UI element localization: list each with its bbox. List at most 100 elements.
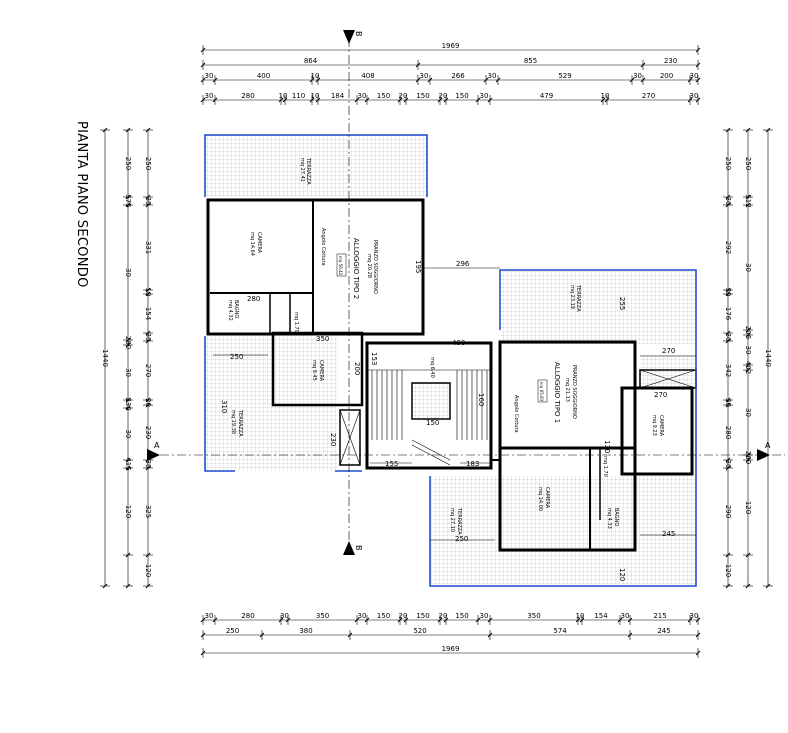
living-b-area: mq 21.13 xyxy=(564,378,570,402)
bottom-row1-label: 350 xyxy=(527,612,540,620)
closet-a-area: mq 1.70 xyxy=(293,312,299,333)
bottom-row1-slash xyxy=(617,617,623,623)
top-row3-slash xyxy=(278,97,284,103)
top-row2-slash xyxy=(315,77,321,83)
left-row2-slash xyxy=(125,465,131,471)
bottom-row1-slash xyxy=(397,617,403,623)
right-row2-label: 30 xyxy=(744,346,752,355)
top-row3-slash xyxy=(600,97,606,103)
dim-130: 130 xyxy=(603,440,611,453)
bedroom-b2-area: mq 14.00 xyxy=(537,487,543,511)
terrace-right-area: mq 23.19 xyxy=(569,285,575,309)
left-row2-label: 250 xyxy=(124,157,132,170)
top-row2-label: 200 xyxy=(660,72,673,80)
top-row1-slash xyxy=(695,62,701,68)
top-row2-slash xyxy=(415,77,421,83)
bedroom-a2-label: CAMERA xyxy=(318,360,324,382)
closet-b-area: mq 1.70 xyxy=(602,456,608,477)
top-row2-label: 408 xyxy=(361,72,374,80)
top-row3-slash xyxy=(397,97,403,103)
top-row3-slash xyxy=(282,97,288,103)
right-row1-label: 250 xyxy=(724,157,732,170)
top-row3-slash xyxy=(437,97,443,103)
left-row2-label: 30 xyxy=(124,268,132,277)
top-row2-label: 529 xyxy=(558,72,571,80)
terrace-left xyxy=(205,336,337,471)
bedroom-b-label: CAMERA xyxy=(658,415,664,437)
left-total-slash xyxy=(102,127,108,133)
bottom-row1-label: 215 xyxy=(653,612,666,620)
bottom-row1-slash xyxy=(475,617,481,623)
terrace-bot-area: mq 27.10 xyxy=(449,508,455,532)
bedroom-a-label: CAMERA xyxy=(256,232,262,254)
dim-296: 296 xyxy=(456,260,470,268)
left-row2-slash xyxy=(125,583,131,589)
bottom-row1-slash xyxy=(627,617,633,623)
top-row3-label: 30 xyxy=(358,92,367,100)
terraces xyxy=(205,135,696,586)
right-row1-label: 120 xyxy=(724,564,732,577)
left-row2-slash xyxy=(125,552,131,558)
top-row1-label: 855 xyxy=(524,57,537,65)
top-total-label: 1969 xyxy=(442,42,460,50)
dim-250a: 250 xyxy=(230,353,243,361)
left-row1-label: 30 xyxy=(144,460,152,469)
section-b-top: B xyxy=(354,31,363,37)
bottom-total-label: 1969 xyxy=(442,645,460,653)
unit-b-label: ALLOGGIO TIPO 1 xyxy=(553,362,561,423)
dim-160: 160 xyxy=(477,393,485,406)
terrace-left-area: mq 19.38 xyxy=(230,410,236,434)
right-row1-label: 280 xyxy=(724,426,732,439)
top-row3-slash xyxy=(403,97,409,103)
top-row2-label: 30 xyxy=(633,72,642,80)
right-row2-slash xyxy=(745,202,751,208)
stair-treads xyxy=(339,369,491,466)
unit-a-label: ALLOGGIO TIPO 2 xyxy=(352,238,360,299)
living-b-label: PRANZO SOGGIORNO xyxy=(571,365,577,419)
inner-dimensions xyxy=(213,267,696,541)
dim-280: 280 xyxy=(247,295,260,303)
left-row2-label: 120 xyxy=(124,505,132,518)
dim-155: 155 xyxy=(385,460,398,468)
right-row1-slash xyxy=(725,194,731,200)
left-row1-slash xyxy=(145,457,151,463)
top-row2-slash xyxy=(640,77,646,83)
left-row2-slash xyxy=(125,405,131,411)
right-row1-label: 30 xyxy=(724,197,732,206)
left-row2-slash xyxy=(125,457,131,463)
dim-490: 490 xyxy=(452,339,465,347)
bath-b-area: mq 4.33 xyxy=(606,508,612,529)
bottom-row1-label: 30 xyxy=(621,612,630,620)
bottom-row1-label: 150 xyxy=(455,612,468,620)
top-total-slash xyxy=(200,47,206,53)
kitchen-b-label: Angolo Cottura xyxy=(513,395,519,433)
terrace-right-label: TERRAZZA xyxy=(575,284,581,312)
right-row2-label: 260 xyxy=(744,451,752,464)
stair-hatch xyxy=(412,383,450,419)
right-row1-slash xyxy=(725,330,731,336)
right-row1-slash xyxy=(725,287,731,293)
left-row2-slash xyxy=(125,397,131,403)
top-row3-slash xyxy=(687,97,693,103)
bottom-row2-slash xyxy=(347,632,353,638)
top-row2-slash xyxy=(200,77,206,83)
right-row1-label: 342 xyxy=(724,364,732,377)
terrace-edges xyxy=(204,134,697,587)
left-row2-slash xyxy=(125,202,131,208)
bottom-row1-slash xyxy=(487,617,493,623)
left-row1-slash xyxy=(145,552,151,558)
right-row1-slash xyxy=(725,457,731,463)
bottom-row1-label: 10 xyxy=(576,612,585,620)
top-row1-slash xyxy=(415,62,421,68)
left-row1-label: 10 xyxy=(144,288,152,297)
bottom-row1-slash xyxy=(212,617,218,623)
top-row3-label: 150 xyxy=(416,92,429,100)
left-row2-label: 30 xyxy=(124,368,132,377)
bottom-row1-slash xyxy=(278,617,284,623)
top-row3-label: 30 xyxy=(205,92,214,100)
top-row1-slash xyxy=(640,62,646,68)
terrace-right xyxy=(500,270,696,344)
bath-a-area: mq 4.32 xyxy=(227,300,233,321)
top-row3-slash xyxy=(315,97,321,103)
dim-230: 230 xyxy=(329,433,337,446)
